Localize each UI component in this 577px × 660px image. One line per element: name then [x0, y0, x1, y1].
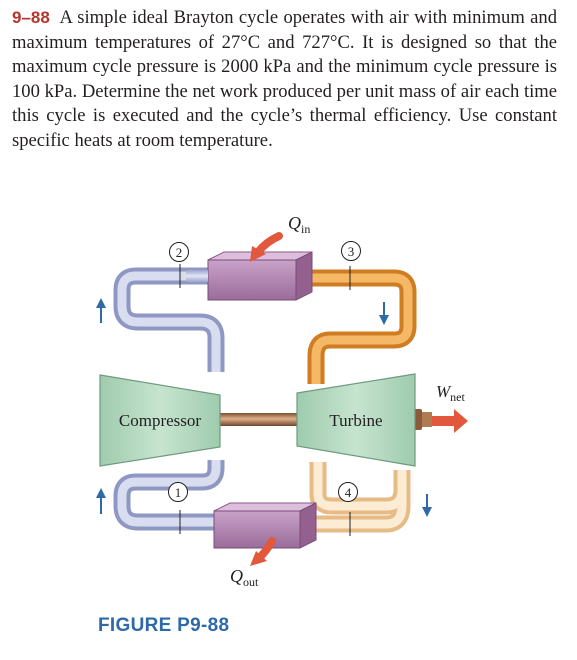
heat-out-arrow [250, 537, 276, 566]
heat-exchanger-in [186, 251, 313, 301]
pipe-state-3 [307, 269, 417, 384]
figure-caption: FIGURE P9-88 [98, 615, 230, 636]
state-marker-4: 4 [338, 482, 358, 536]
compressor-label: Compressor [119, 411, 202, 430]
svg-text:2: 2 [176, 245, 183, 260]
heat-in-arrow [250, 232, 283, 262]
w-net-label: Wnet [436, 382, 465, 404]
q-out-label: Qout [230, 566, 259, 589]
state-marker-2: 2 [169, 242, 189, 288]
pipe-state-4 [309, 462, 411, 533]
turbine-label: Turbine [329, 411, 382, 430]
q-in-label: Qin [288, 213, 310, 236]
state-marker-1: 1 [168, 482, 188, 534]
problem-statement: 9–88 A simple ideal Brayton cycle operat… [12, 6, 557, 154]
pipe-state-2 [113, 267, 225, 372]
flow-arrow-right-bottom [422, 494, 432, 517]
compressor: Compressor [99, 374, 221, 467]
work-net-arrow [432, 409, 468, 433]
flow-arrow-left-bottom [96, 488, 106, 514]
flow-arrow-right-top [379, 302, 389, 325]
svg-text:3: 3 [348, 244, 355, 259]
flow-arrow-left-top [96, 298, 106, 323]
problem-number: 9–88 [12, 8, 50, 27]
state-marker-3: 3 [341, 241, 361, 290]
heat-exchanger-out [213, 502, 317, 549]
svg-text:4: 4 [345, 485, 352, 500]
pipe-state-1 [113, 459, 225, 531]
turbine: Turbine [296, 373, 416, 467]
problem-text: A simple ideal Brayton cycle operates wi… [12, 7, 557, 151]
svg-text:1: 1 [175, 485, 182, 500]
